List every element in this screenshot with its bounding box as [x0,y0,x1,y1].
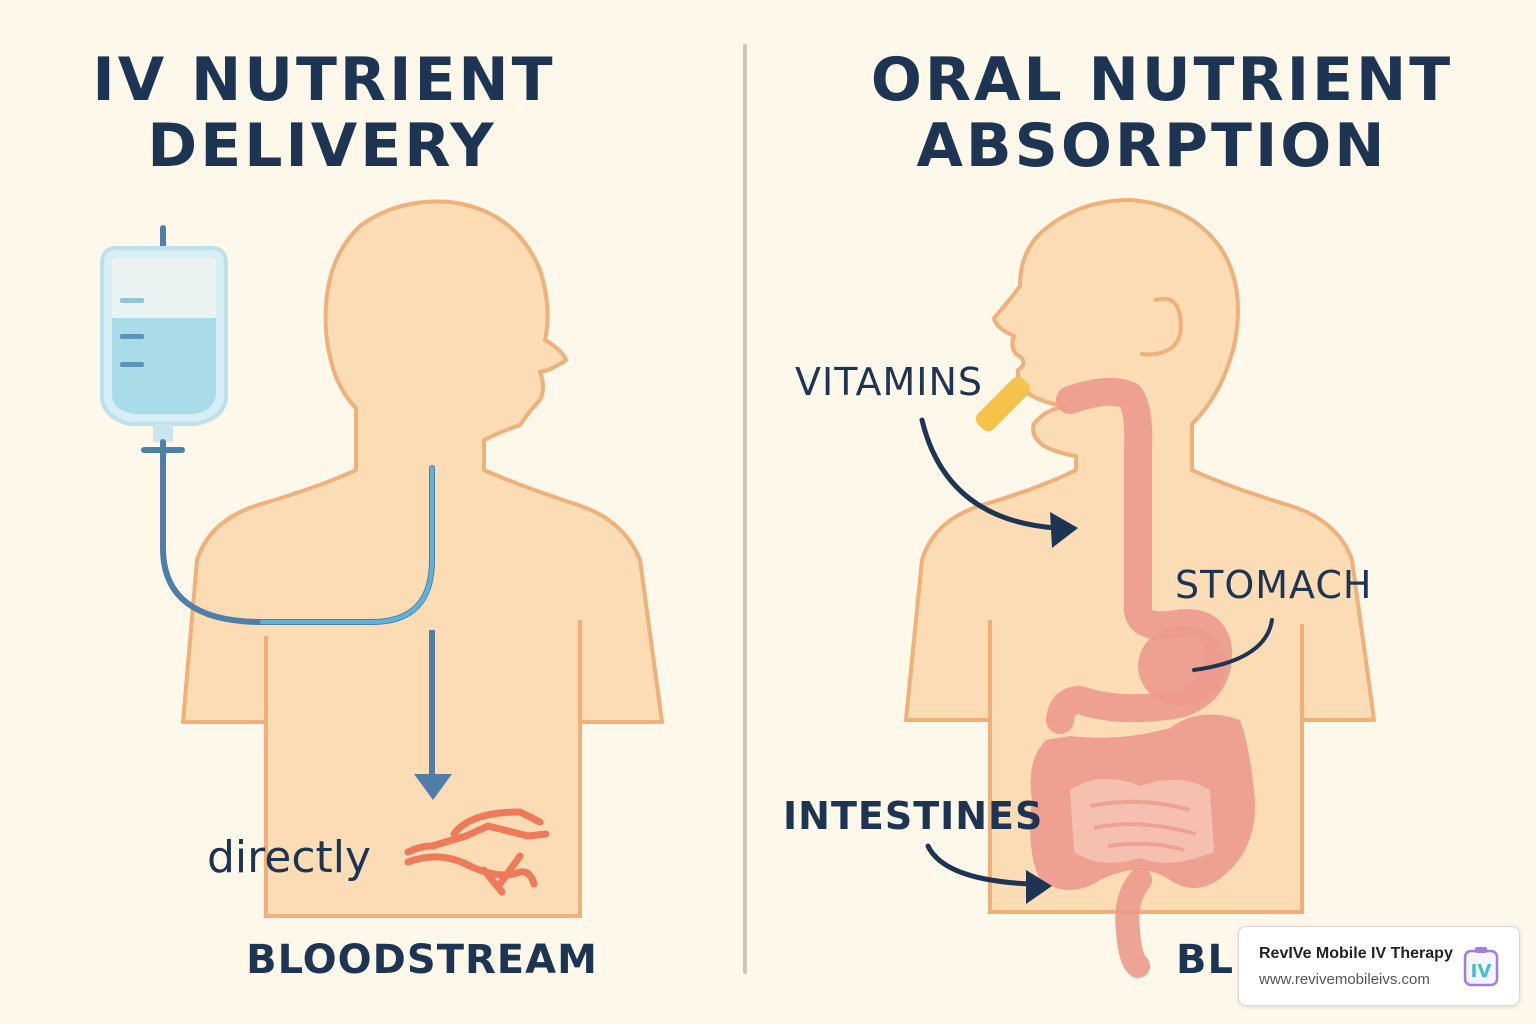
iv-title-line2: DELIVERY [147,111,496,181]
brand-watermark: RevIVe Mobile IV Therapy www.revivemobil… [1238,926,1520,1006]
stomach-pointer-line [1192,618,1274,672]
intestines-label: INTESTINES [783,794,1043,838]
digestive-tract [1030,377,1255,978]
brand-logo-icon: IV [1463,947,1499,987]
stomach-label: STOMACH [1175,563,1372,607]
rectum [1115,868,1152,978]
blood-vessel-icon [404,808,550,896]
bloodstream-label: BLOODSTREAM [246,937,598,983]
iv-tube-highlight [260,466,434,624]
iv-body-silhouette [181,199,664,918]
iv-down-arrow [414,630,452,800]
directly-label: directly [207,832,371,883]
iv-title-line1: IV NUTRIENT [92,45,555,115]
brand-url: www.revivemobileivs.com [1259,971,1430,988]
vitamins-label: VITAMINS [795,360,983,404]
bloodstream-partial-label: BL [1176,937,1234,983]
oral-title-line2: ABSORPTION [916,111,1387,181]
stomach-organ [1138,626,1226,706]
brand-logo-text: IV [1471,961,1492,982]
oral-title-line1: ORAL NUTRIENT [871,45,1453,115]
vitamin-pill-icon [975,376,1031,432]
intestines-arrow [925,843,1052,904]
vitamins-arrow [919,417,1078,548]
brand-name: RevIVe Mobile IV Therapy [1259,945,1453,962]
iv-bag-icon [100,225,228,453]
